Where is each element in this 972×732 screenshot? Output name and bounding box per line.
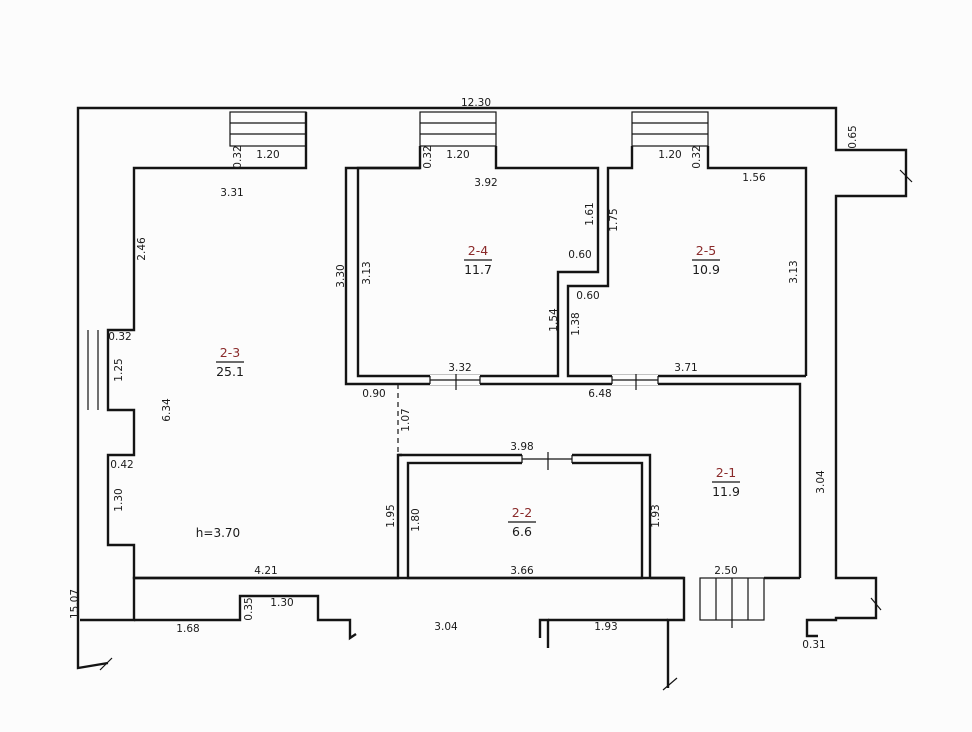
- room-2-5-wall: [566, 146, 806, 378]
- dim-label: 1.93: [594, 621, 617, 633]
- dim-label: 0.60: [568, 249, 591, 261]
- break-mark-top-right: [899, 169, 913, 183]
- room-number: 2-3: [220, 345, 240, 360]
- room-area: 6.6: [512, 524, 532, 539]
- dim-label: 1.61: [584, 202, 596, 225]
- dim-label: 1.38: [570, 312, 582, 335]
- dim-label: 1.07: [400, 408, 412, 431]
- ext-wall-stub-a: [134, 594, 357, 641]
- dim-label: 3.04: [815, 470, 827, 494]
- room-label-2-1: 2-1 11.9: [712, 465, 740, 499]
- dim-label: 3.30: [335, 264, 347, 287]
- dim-label: 1.20: [658, 149, 681, 161]
- room-area: 25.1: [216, 364, 244, 379]
- dim-label: 1.54: [548, 308, 560, 332]
- room-2-2-inner: [406, 461, 644, 580]
- window-top-2: [419, 111, 497, 147]
- room-label-2-3: 2-3 25.1: [216, 345, 244, 379]
- ext-wall-stub-b: [538, 618, 550, 648]
- dim-label: 1.75: [608, 208, 620, 231]
- dim-label: 1.30: [270, 597, 293, 609]
- room-label-2-4: 2-4 11.7: [464, 243, 492, 277]
- dim-label: 3.98: [510, 441, 533, 453]
- room-label-2-2: 2-2 6.6: [508, 505, 536, 539]
- dim-label: 0.32: [232, 145, 244, 168]
- room-2-4-inner: [356, 146, 600, 378]
- dim-label: 1.30: [113, 488, 125, 511]
- dim-label: 0.31: [802, 639, 825, 651]
- outer-wall: [76, 106, 908, 670]
- room-area: 11.7: [464, 262, 492, 277]
- dim-label: 1.20: [446, 149, 469, 161]
- room-2-2-wall: [398, 453, 652, 578]
- dim-overall-width: 12.30: [461, 97, 491, 109]
- dim-label: 3.66: [510, 565, 534, 577]
- dim-label: 3.32: [448, 362, 471, 374]
- room-number: 2-4: [468, 243, 488, 258]
- dim-label: 0.32: [691, 145, 703, 168]
- entrance-steps: [699, 577, 765, 628]
- dim-label: 2.50: [714, 565, 737, 577]
- ceiling-height: h=3.70: [196, 526, 240, 540]
- dim-label: 0.60: [576, 290, 599, 302]
- dim-label: 2.46: [136, 237, 148, 261]
- window-top-1: [229, 111, 307, 147]
- dim-label: 3.92: [474, 177, 497, 189]
- room-label-2-5: 2-5 10.9: [692, 243, 720, 277]
- dim-label: 0.32: [108, 331, 131, 343]
- dim-label: 6.48: [588, 388, 611, 400]
- room-2-3-wall: [106, 112, 402, 580]
- dim-label: 0.90: [362, 388, 385, 400]
- dim-label: 0.35: [243, 597, 255, 620]
- dim-label: 3.13: [361, 261, 373, 284]
- dim-label: 1.20: [256, 149, 279, 161]
- room-number: 2-2: [512, 505, 532, 520]
- dim-label: 1.68: [176, 623, 199, 635]
- dim-label: 1.93: [650, 504, 662, 527]
- dim-label: 3.31: [220, 187, 243, 199]
- dim-label: 3.13: [788, 260, 800, 283]
- dim-label: 3.04: [434, 621, 458, 633]
- room-number: 2-5: [696, 243, 716, 258]
- room-2-5-inner: [706, 146, 808, 376]
- dim-label: 1.95: [385, 504, 397, 527]
- dim-label: 0.65: [847, 125, 859, 148]
- break-mark-bottom-left: [99, 657, 113, 671]
- room-area: 10.9: [692, 262, 720, 277]
- dim-label: 3.71: [674, 362, 697, 374]
- room-area: 11.9: [712, 484, 740, 499]
- dim-label: 1.56: [742, 172, 766, 184]
- break-mark-bottom: [662, 677, 678, 691]
- dim-label: 4.21: [254, 565, 277, 577]
- break-mark-right: [870, 597, 882, 611]
- dim-label: 1.80: [410, 508, 422, 531]
- window-top-3: [631, 111, 709, 147]
- outer-wall-bottom: [80, 576, 686, 688]
- dim-label: 0.42: [110, 459, 133, 471]
- dim-label: 0.32: [422, 145, 434, 168]
- room-number: 2-1: [716, 465, 736, 480]
- dim-label: 6.34: [161, 398, 173, 422]
- dim-overall-height: 15.07: [69, 589, 81, 619]
- dim-label: 1.25: [113, 358, 125, 381]
